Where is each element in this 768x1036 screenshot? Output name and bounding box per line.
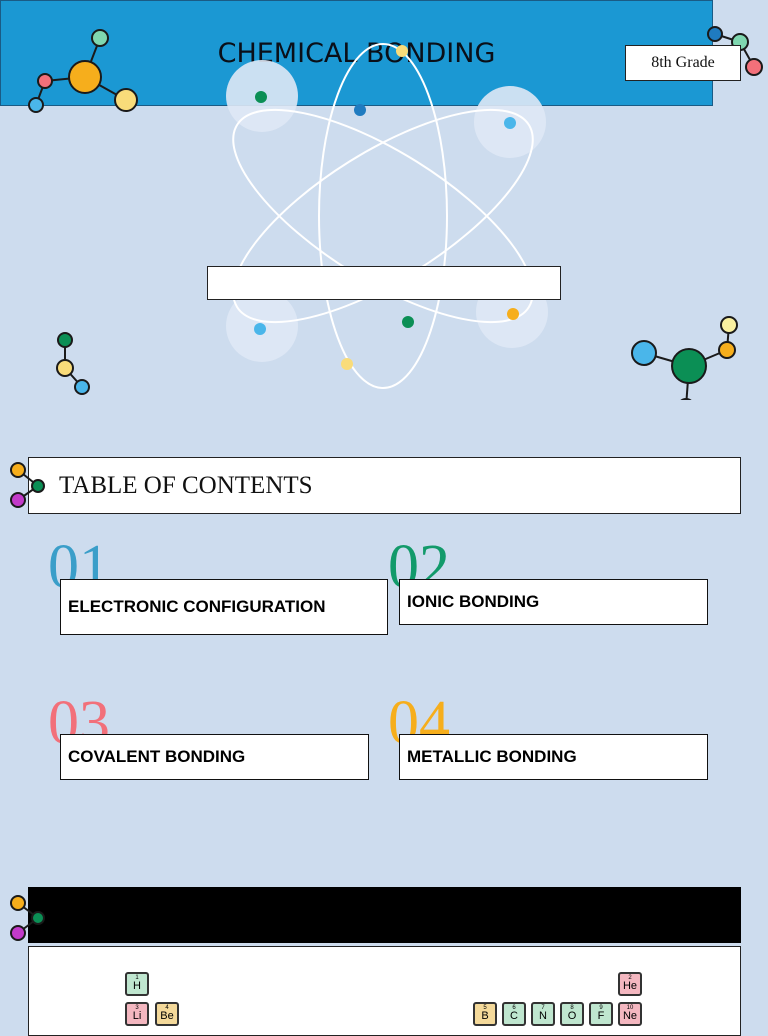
molecule-icon: [631, 316, 738, 400]
element-tile-b: 5 B: [473, 1002, 497, 1026]
section-label: COVALENT BONDING: [68, 747, 246, 766]
electron: [341, 358, 353, 370]
section-ionic-bonding[interactable]: IONIC BONDING: [399, 579, 708, 625]
electron: [504, 117, 516, 129]
section-label: METALLIC BONDING: [407, 747, 577, 766]
section-label: IONIC BONDING: [407, 592, 540, 611]
electron: [507, 308, 519, 320]
section-metallic-bonding[interactable]: METALLIC BONDING: [399, 734, 708, 780]
element-tile-n: 7 N: [531, 1002, 555, 1026]
element-tile-be: 4 Be: [155, 1002, 179, 1026]
element-tile-he: 2 He: [618, 972, 642, 996]
section-header-bar: [28, 887, 741, 943]
page-title: CHEMICAL BONDING: [0, 0, 713, 106]
electron: [354, 104, 366, 116]
subtitle-box: [207, 266, 561, 300]
section-electronic-configuration[interactable]: ELECTRONIC CONFIGURATION: [60, 579, 388, 635]
element-tile-f: 9 F: [589, 1002, 613, 1026]
element-tile-li: 3 Li: [125, 1002, 149, 1026]
toc-heading-text: TABLE OF CONTENTS: [59, 471, 313, 499]
electron: [396, 45, 408, 57]
orbit-ring: [318, 43, 448, 389]
molecule-icon: [10, 895, 45, 941]
molecule-icon: [56, 332, 90, 395]
element-tile-ne: 10 Ne: [618, 1002, 642, 1026]
electron: [255, 91, 267, 103]
electron: [254, 323, 266, 335]
molecule-icon: [28, 29, 138, 113]
molecule-icon: [10, 462, 45, 508]
element-tile-o: 8 O: [560, 1002, 584, 1026]
grade-label: 8th Grade: [625, 45, 741, 81]
element-tile-h: 1 H: [125, 972, 149, 996]
element-tile-c: 6 C: [502, 1002, 526, 1026]
section-label: ELECTRONIC CONFIGURATION: [68, 597, 326, 616]
periodic-table-panel: 1 H 3 Li 4 Be 2 He 5 B 6 C 7 N 8 O 9 F 1…: [28, 946, 741, 1036]
toc-heading: TABLE OF CONTENTS: [28, 457, 741, 514]
section-covalent-bonding[interactable]: COVALENT BONDING: [60, 734, 369, 780]
electron: [402, 316, 414, 328]
